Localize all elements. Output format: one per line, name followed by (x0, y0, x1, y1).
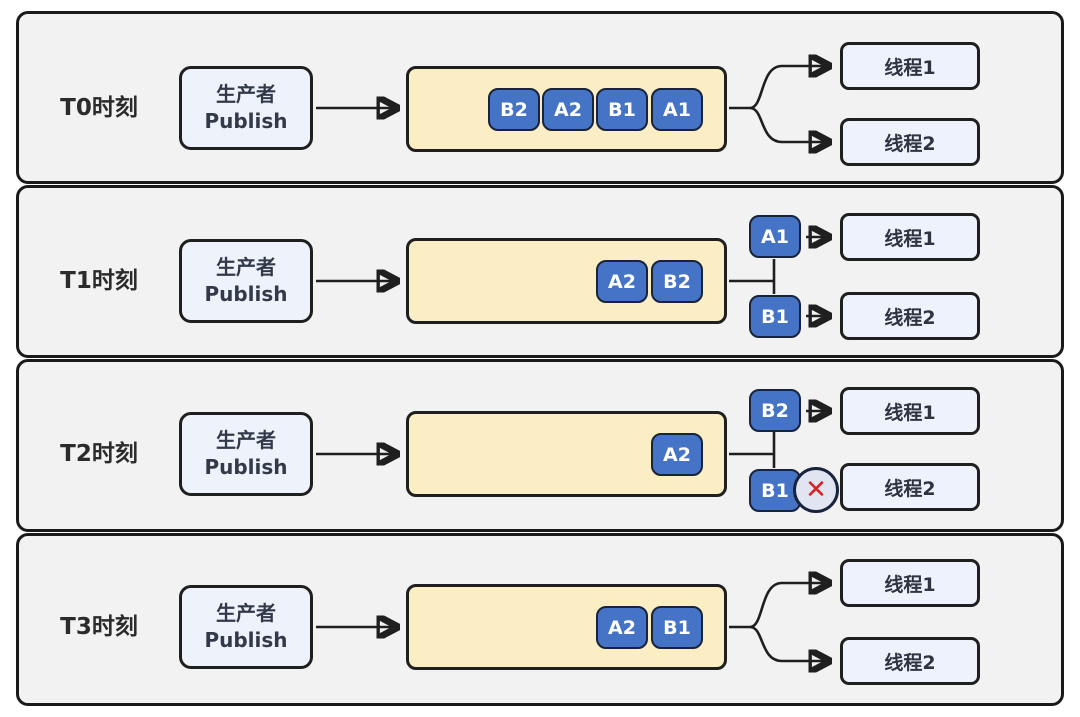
producer-label-cn: 生产者 (216, 255, 276, 279)
message-chip: B2 (488, 88, 540, 131)
thread-box: 线程1 (840, 559, 980, 607)
thread-box: 线程1 (840, 387, 980, 435)
message-chip: B1 (651, 606, 703, 649)
time-label: T0时刻 (60, 95, 138, 121)
message-chip: B1 (596, 88, 648, 131)
producer-label-en: Publish (204, 628, 288, 652)
message-chip: A2 (542, 88, 594, 131)
producer-box: 生产者 Publish (179, 585, 313, 669)
producer-label-en: Publish (204, 282, 288, 306)
producer-label-en: Publish (204, 109, 288, 133)
message-chip: B1 (749, 295, 801, 338)
fork-arrow-t3-thread2 (749, 625, 828, 661)
producer-box: 生产者 Publish (179, 66, 313, 150)
fork-arrow-t0-thread1 (729, 66, 828, 110)
fork-arrow-t0-thread2 (749, 106, 828, 142)
thread-box: 线程2 (840, 463, 980, 511)
thread-box: 线程1 (840, 213, 980, 261)
message-chip: A2 (596, 606, 648, 649)
producer-label-cn: 生产者 (216, 428, 276, 452)
producer-label-cn: 生产者 (216, 82, 276, 106)
message-chip: A2 (596, 260, 648, 303)
error-x-icon: ✕ (805, 475, 827, 505)
producer-box: 生产者 Publish (179, 412, 313, 496)
producer-box: 生产者 Publish (179, 239, 313, 323)
message-chip: A2 (651, 433, 703, 476)
time-label: T2时刻 (60, 441, 138, 467)
error-circle: ✕ (793, 467, 839, 513)
message-chip: B2 (651, 260, 703, 303)
fork-arrow-t3-thread1 (729, 583, 828, 629)
queue-box: A2 B1 (406, 584, 727, 670)
message-chip: A1 (651, 88, 703, 131)
thread-box: 线程2 (840, 118, 980, 166)
message-chip: B1 (749, 469, 801, 512)
producer-label-en: Publish (204, 455, 288, 479)
producer-label-cn: 生产者 (216, 601, 276, 625)
message-chip: B2 (749, 389, 801, 432)
queue-box: A2 (406, 411, 727, 497)
message-chip: A1 (749, 215, 801, 258)
time-label: T1时刻 (60, 268, 138, 294)
thread-box: 线程2 (840, 637, 980, 685)
queue-box: B2 A2 B1 A1 (406, 66, 727, 152)
thread-box: 线程1 (840, 42, 980, 90)
thread-box: 线程2 (840, 292, 980, 340)
queue-box: A2 B2 (406, 238, 727, 324)
time-label: T3时刻 (60, 614, 138, 640)
